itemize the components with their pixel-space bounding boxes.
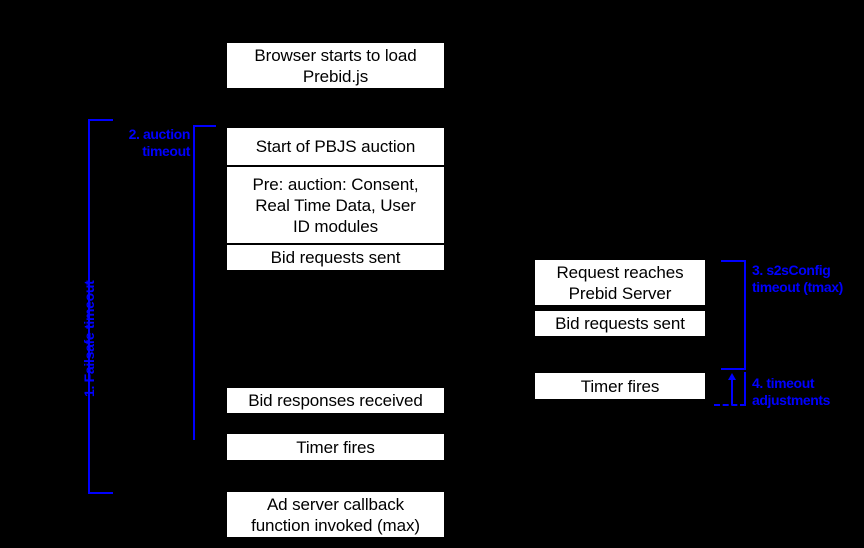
process-box-request-reaches-server: Request reaches Prebid Server [534, 259, 706, 306]
process-box-bid-responses-received: Bid responses received [226, 387, 445, 414]
s2sconfig-bracket-vertical [744, 260, 746, 370]
timeout-adjustments-dashed-baseline [714, 404, 746, 406]
process-box-pre-auction: Pre: auction: Consent, Real Time Data, U… [226, 166, 445, 244]
process-box-timer-fires-server: Timer fires [534, 372, 706, 400]
timeout-adjustments-arrow-head [728, 373, 736, 380]
auction-bracket-top-tick [193, 125, 216, 127]
process-box-start-auction: Start of PBJS auction [226, 127, 445, 166]
failsafe-bracket-top-tick [88, 119, 113, 121]
s2sconfig-bracket-bottom-tick [721, 368, 746, 370]
process-box-browser-load: Browser starts to load Prebid.js [226, 42, 445, 89]
process-box-bid-requests-sent: Bid requests sent [226, 244, 445, 271]
timeout-adjustments-bracket-vertical [744, 372, 746, 405]
timeout-adjustments-label: 4. timeout adjustments [752, 375, 831, 408]
auction-timeout-label: 2. auction timeout [128, 126, 191, 159]
failsafe-bracket-vertical [88, 119, 90, 494]
process-box-timer-fires-client: Timer fires [226, 433, 445, 461]
s2sconfig-timeout-label: 3. s2sConfig timeout (tmax) [752, 262, 843, 295]
process-box-ad-server-callback: Ad server callback function invoked (max… [226, 491, 445, 538]
s2sconfig-bracket-top-tick [721, 260, 746, 262]
process-box-bid-requests-sent-server: Bid requests sent [534, 310, 706, 337]
auction-bracket-vertical [193, 125, 195, 440]
failsafe-bracket-bottom-tick [88, 492, 113, 494]
failsafe-timeout-label: 1. Failsafe timeout [81, 280, 97, 397]
timeout-adjustments-arrow-shaft [731, 379, 733, 405]
